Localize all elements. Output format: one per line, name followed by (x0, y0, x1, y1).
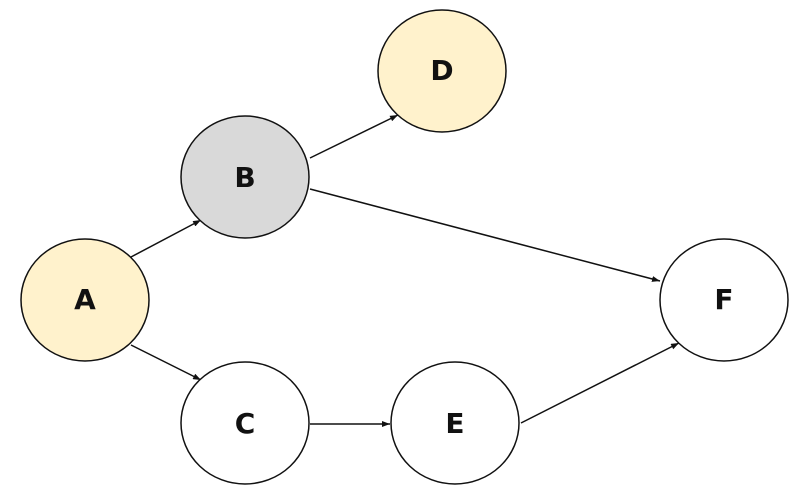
node-a: A (20, 238, 150, 362)
node-d: D (377, 9, 507, 133)
edge-a-b (130, 219, 202, 258)
edge-a-c (130, 344, 202, 381)
node-d-label: D (430, 54, 453, 87)
node-c-circle (180, 361, 310, 485)
edge-b-f (309, 188, 661, 282)
node-d-circle (377, 9, 507, 133)
node-f: F (659, 238, 789, 362)
node-a-circle (20, 238, 150, 362)
node-b-label: B (234, 161, 255, 194)
node-e-label: E (445, 407, 464, 440)
node-c-label: C (235, 407, 256, 440)
node-c: C (180, 361, 310, 485)
edges (130, 114, 680, 427)
node-f-circle (659, 238, 789, 362)
node-e-circle (390, 361, 520, 485)
node-b: B (180, 115, 310, 239)
node-a-label: A (74, 283, 96, 316)
node-f-label: F (714, 283, 733, 316)
node-e: E (390, 361, 520, 485)
node-b-circle (180, 115, 310, 239)
edge-b-d (309, 114, 399, 159)
edge-e-f (520, 342, 680, 424)
